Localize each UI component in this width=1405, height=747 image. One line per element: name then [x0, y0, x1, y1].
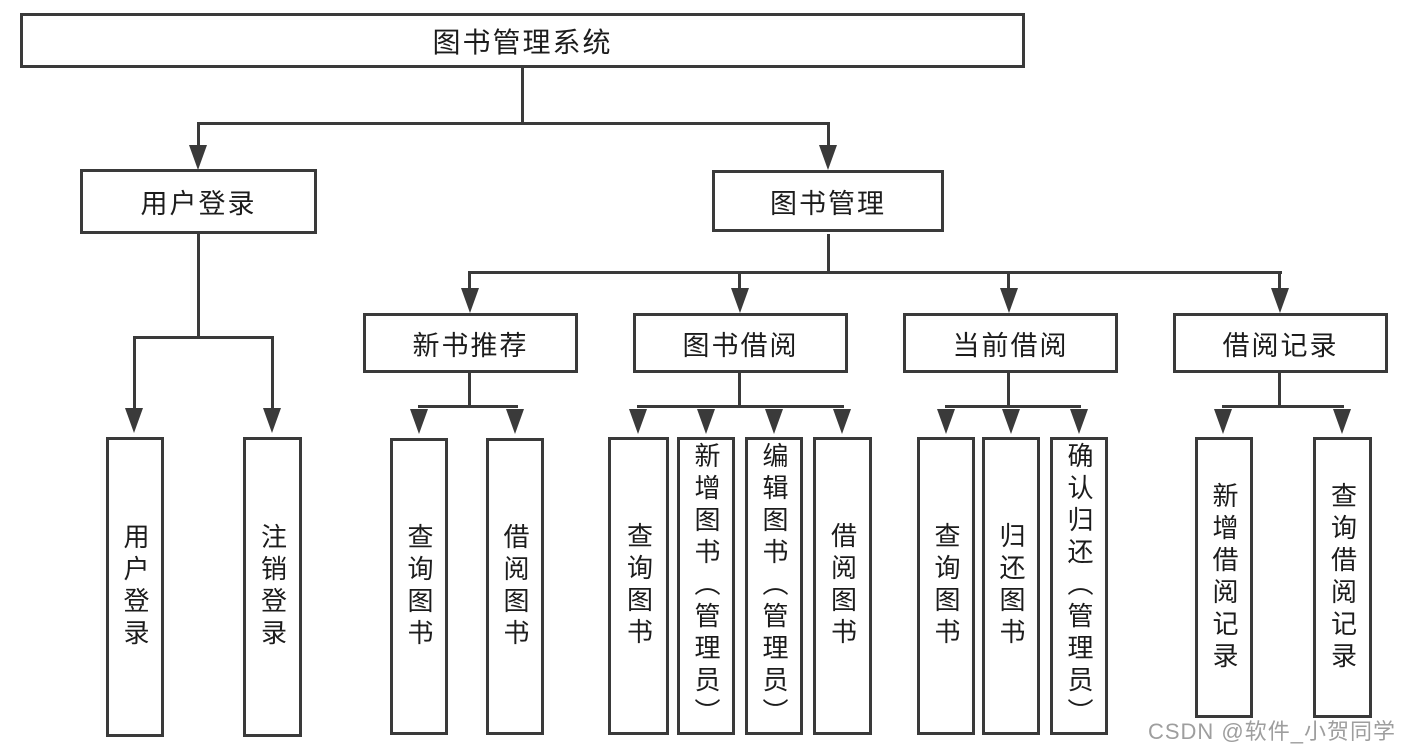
node-query-books: 查询图书 — [917, 437, 975, 735]
connector-line — [637, 405, 844, 408]
arrowhead-down-icon — [819, 145, 837, 170]
node-book-borrowing: 图书借阅 — [633, 313, 848, 373]
node-login-label: 用户登录 — [120, 523, 150, 651]
arrowhead-down-icon — [1333, 409, 1351, 434]
arrowhead-down-icon — [1214, 409, 1232, 434]
node-logout-label: 注销登录 — [257, 523, 288, 651]
arrowhead-down-icon — [1070, 409, 1088, 434]
node-add-books-admin-label: 新增图书（管理员） — [691, 442, 721, 730]
connector-line — [1007, 271, 1010, 291]
node-new-book-recommend-label: 新书推荐 — [412, 330, 529, 361]
arrowhead-down-icon — [1002, 409, 1020, 434]
node-user-login: 用户登录 — [80, 169, 317, 234]
node-user-login-label: 用户登录 — [140, 189, 257, 219]
arrowhead-down-icon — [125, 408, 143, 433]
connector-line — [1278, 373, 1281, 407]
connector-line — [271, 336, 274, 410]
node-book-management-label: 图书管理 — [770, 188, 886, 219]
arrowhead-down-icon — [263, 408, 281, 433]
connector-line — [827, 234, 830, 273]
node-borrow-books-label: 借阅图书 — [827, 522, 858, 650]
node-borrow-books: 借阅图书 — [813, 437, 872, 735]
arrowhead-down-icon — [410, 409, 428, 434]
node-login: 用户登录 — [106, 437, 164, 737]
node-add-borrow-record-label: 新增借阅记录 — [1209, 481, 1239, 674]
node-book-borrowing-label: 图书借阅 — [682, 330, 799, 361]
node-query-books-label: 查询图书 — [931, 522, 961, 650]
arrowhead-down-icon — [1000, 288, 1018, 313]
node-borrowing-records-label: 借阅记录 — [1222, 330, 1339, 361]
node-library-system: 图书管理系统 — [20, 13, 1025, 68]
node-current-borrowing: 当前借阅 — [903, 313, 1118, 373]
arrowhead-down-icon — [189, 145, 207, 170]
arrowhead-down-icon — [1271, 288, 1289, 313]
connector-line — [945, 405, 1081, 408]
node-confirm-return-admin-label: 确认归还（管理员） — [1064, 442, 1094, 730]
connector-line — [468, 373, 471, 407]
connector-line — [738, 271, 741, 291]
node-edit-books-admin: 编辑图书（管理员） — [745, 437, 803, 735]
node-return-books: 归还图书 — [982, 437, 1040, 735]
node-return-books-label: 归还图书 — [996, 522, 1026, 650]
connector-line — [418, 405, 518, 408]
node-add-books-admin: 新增图书（管理员） — [677, 437, 735, 735]
arrowhead-down-icon — [765, 409, 783, 434]
node-add-borrow-record: 新增借阅记录 — [1195, 437, 1253, 718]
node-borrow-books: 借阅图书 — [486, 438, 544, 735]
connector-line — [133, 336, 274, 339]
connector-line — [1222, 405, 1344, 408]
arrowhead-down-icon — [506, 409, 524, 434]
node-query-books-label: 查询图书 — [404, 522, 434, 651]
watermark: CSDN @软件_小贺同学 — [1147, 719, 1396, 744]
node-current-borrowing-label: 当前借阅 — [952, 330, 1069, 361]
node-edit-books-admin-label: 编辑图书（管理员） — [759, 442, 789, 730]
node-new-book-recommend: 新书推荐 — [363, 313, 578, 373]
node-query-books: 查询图书 — [390, 438, 448, 735]
connector-line — [468, 271, 1282, 274]
connector-line — [133, 336, 136, 410]
node-query-books-label: 查询图书 — [623, 522, 654, 650]
connector-line — [468, 271, 471, 291]
arrowhead-down-icon — [697, 409, 715, 434]
node-confirm-return-admin: 确认归还（管理员） — [1050, 437, 1108, 735]
connector-line — [1278, 271, 1281, 291]
arrowhead-down-icon — [461, 288, 479, 313]
arrowhead-down-icon — [731, 288, 749, 313]
connector-line — [197, 122, 200, 150]
connector-line — [197, 122, 830, 125]
connector-line — [521, 68, 524, 124]
connector-line — [738, 373, 741, 407]
node-query-borrow-record-label: 查询借阅记录 — [1327, 481, 1358, 674]
arrowhead-down-icon — [937, 409, 955, 434]
node-logout: 注销登录 — [243, 437, 302, 737]
node-query-books: 查询图书 — [608, 437, 669, 735]
arrowhead-down-icon — [833, 409, 851, 434]
node-library-system-label: 图书管理系统 — [432, 26, 613, 58]
connector-line — [197, 234, 200, 338]
node-borrowing-records: 借阅记录 — [1173, 313, 1388, 373]
node-borrow-books-label: 借阅图书 — [500, 522, 530, 651]
node-query-borrow-record: 查询借阅记录 — [1313, 437, 1372, 718]
connector-line — [1007, 373, 1010, 407]
connector-line — [827, 122, 830, 150]
node-book-management: 图书管理 — [712, 170, 944, 232]
arrowhead-down-icon — [629, 409, 647, 434]
